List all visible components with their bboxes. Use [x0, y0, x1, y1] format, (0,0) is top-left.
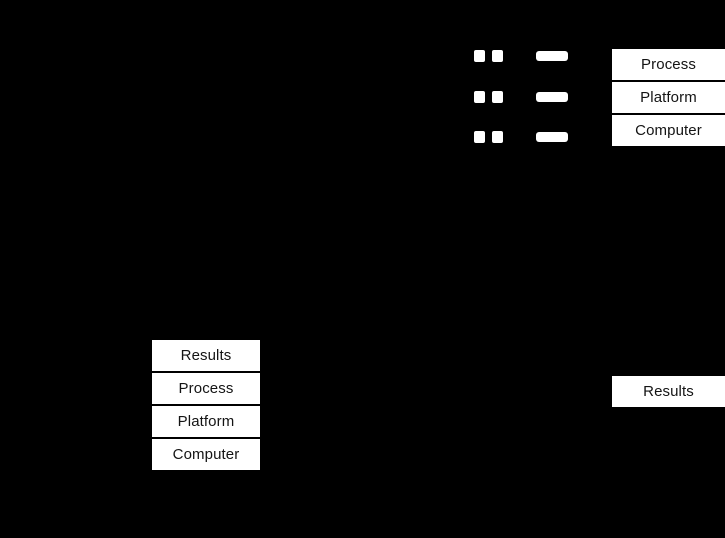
- dot-icon: [474, 91, 485, 103]
- layer-box-platform[interactable]: Platform: [612, 82, 725, 113]
- layer-box-results[interactable]: Results: [612, 376, 725, 407]
- layer-box-platform[interactable]: Platform: [152, 406, 260, 437]
- dash-icon: [536, 51, 568, 61]
- dash-icon: [536, 92, 568, 102]
- dot-icon: [492, 50, 503, 62]
- bottom-left-layer-stack: Results Process Platform Computer: [152, 340, 260, 470]
- dot-icon: [474, 50, 485, 62]
- layer-box-results[interactable]: Results: [152, 340, 260, 371]
- layer-box-computer[interactable]: Computer: [152, 439, 260, 470]
- dot-icon: [474, 131, 485, 143]
- layer-box-computer[interactable]: Computer: [612, 115, 725, 146]
- dot-icon: [492, 131, 503, 143]
- bottom-right-results-box: Results: [612, 376, 725, 407]
- top-right-layer-stack: Process Platform Computer: [612, 49, 725, 146]
- dot-icon: [492, 91, 503, 103]
- layer-box-process[interactable]: Process: [612, 49, 725, 80]
- dash-icon: [536, 132, 568, 142]
- layer-box-process[interactable]: Process: [152, 373, 260, 404]
